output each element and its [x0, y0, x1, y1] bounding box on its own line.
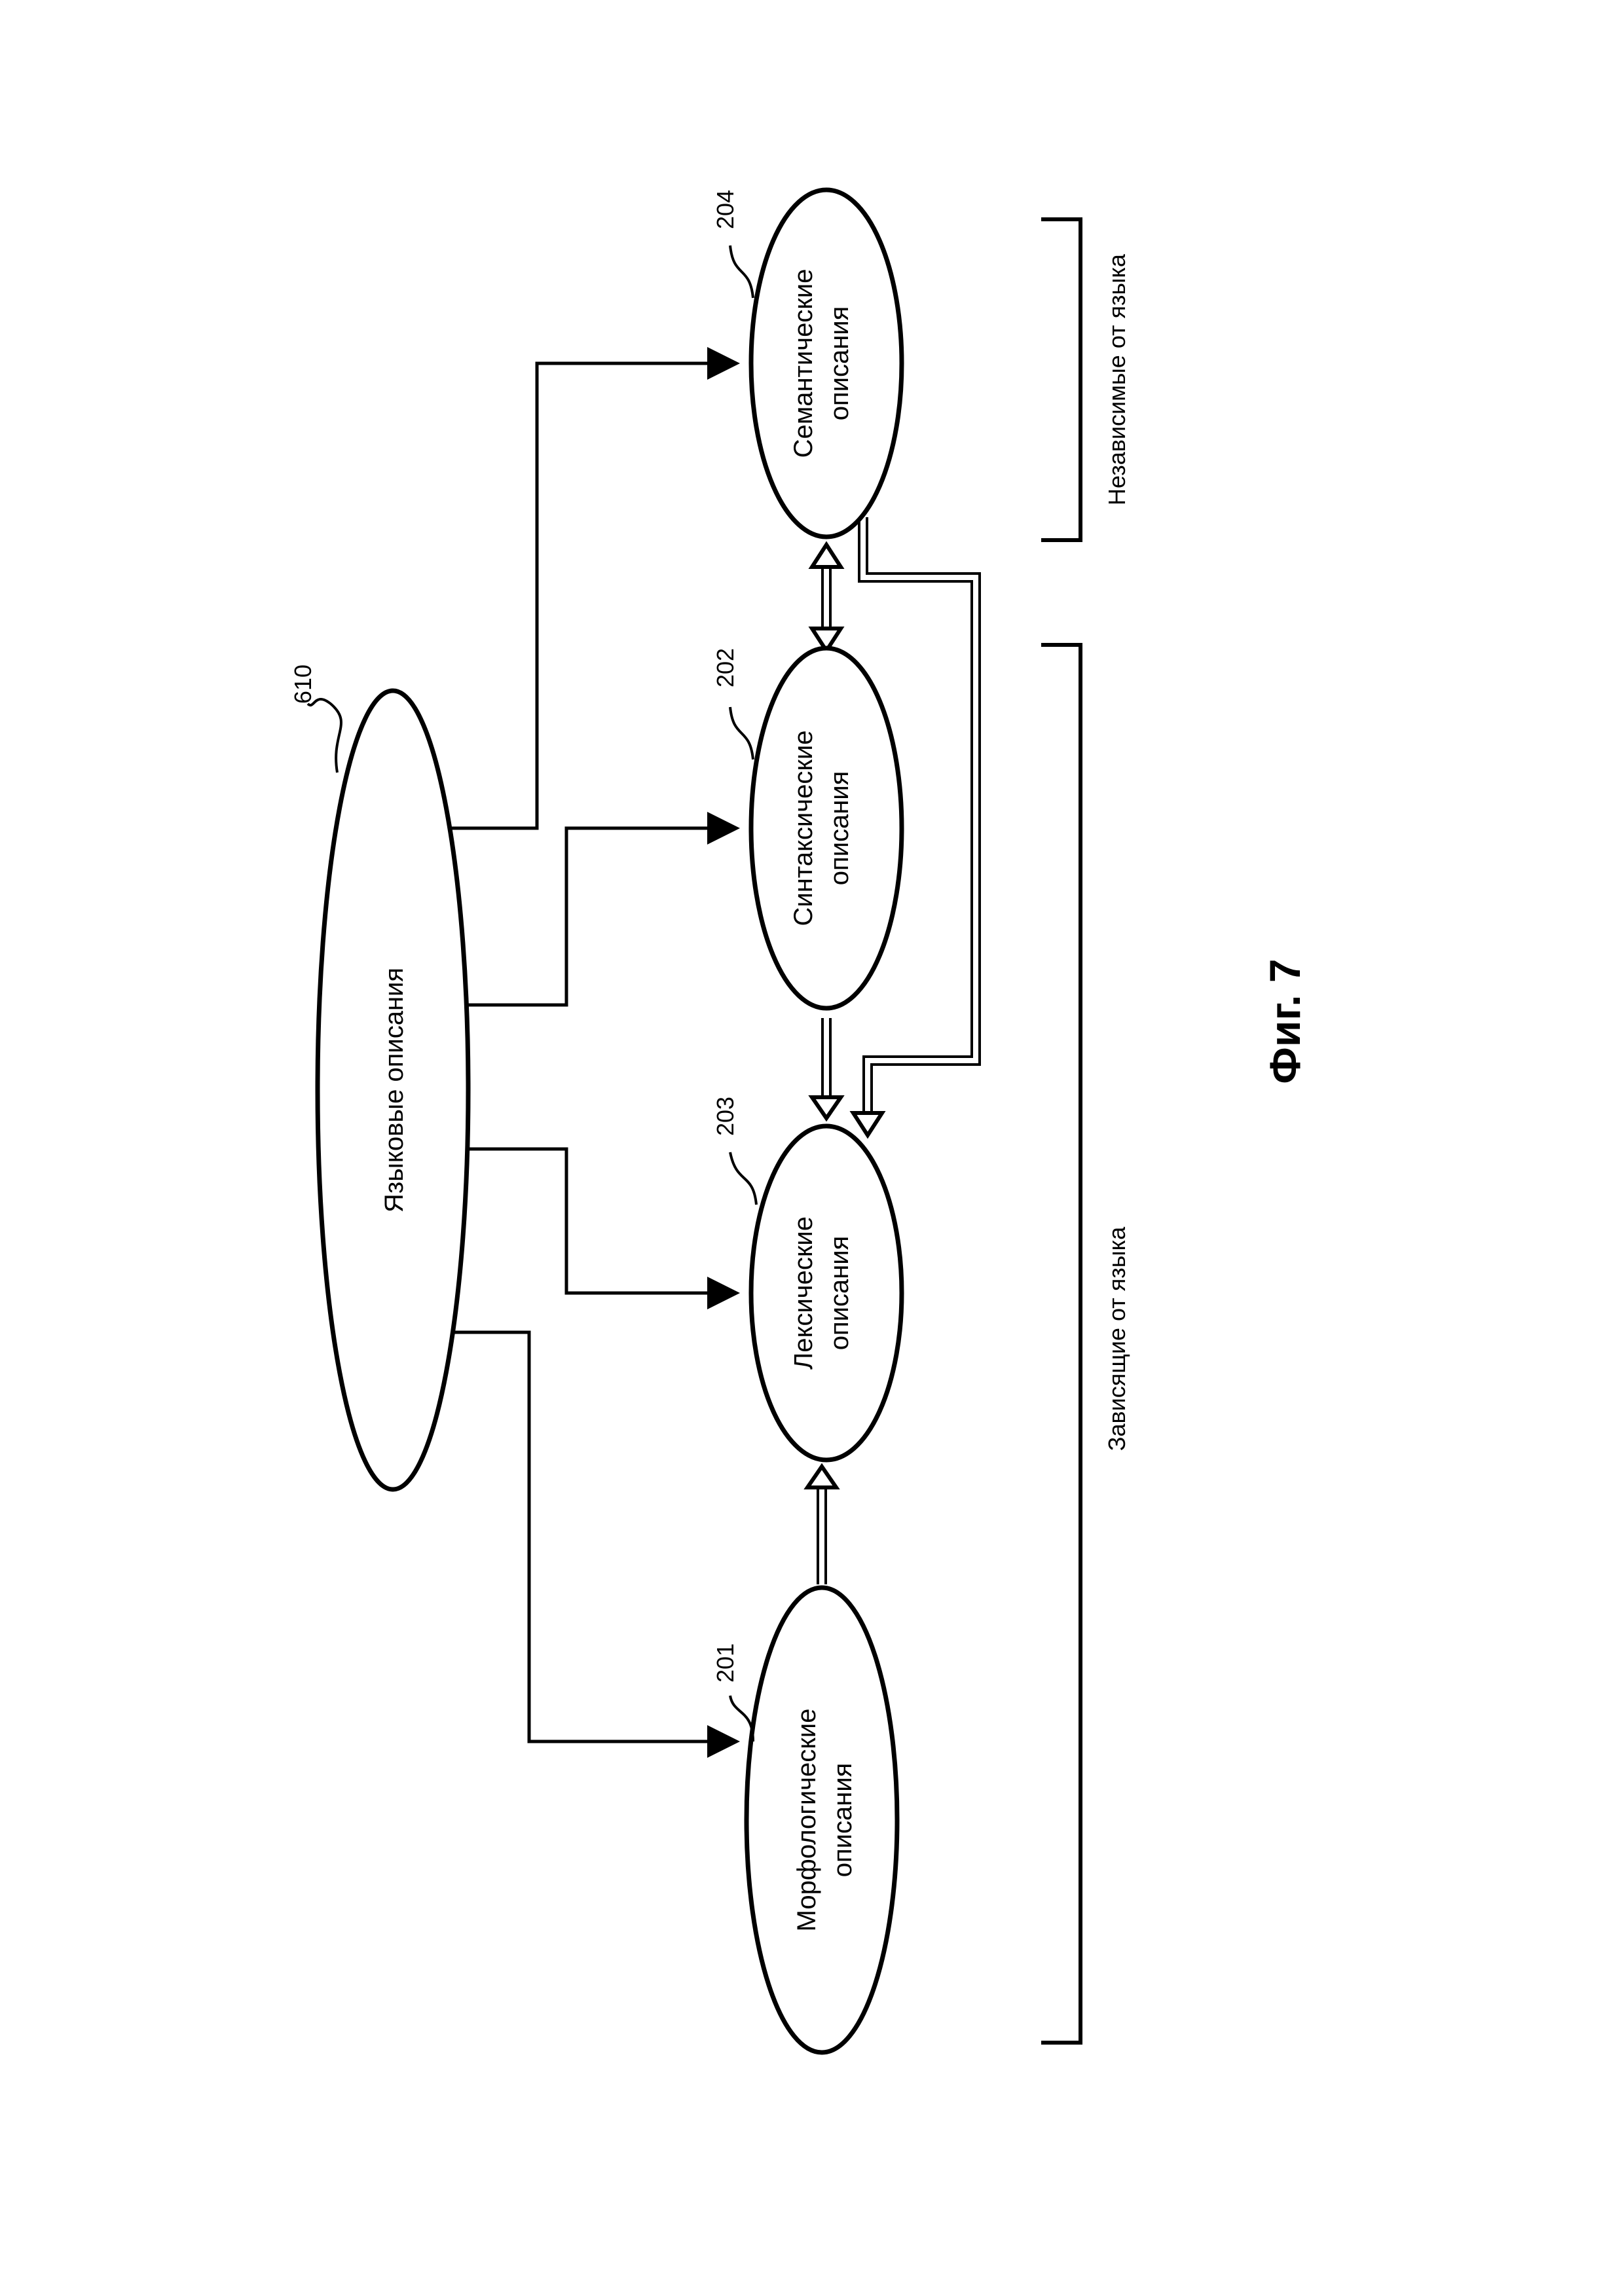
ref-leader-204: [730, 246, 753, 298]
semantic-descriptions-label-line2: описания: [825, 306, 854, 421]
ref-label-201: 201: [712, 1643, 739, 1683]
lexical-descriptions-node: Лексические описания 203: [712, 1097, 902, 1460]
figure-caption: Фиг. 7: [1261, 958, 1309, 1084]
connector-language-to-syntactic: [468, 828, 737, 1005]
ref-leader-202: [730, 707, 753, 759]
bracket-language-dependent: Зависящие от языка: [1041, 645, 1130, 2043]
syntactic-descriptions-label-line2: описания: [825, 771, 854, 886]
bracket-independent-shape: [1041, 219, 1080, 540]
semantic-descriptions-label-line1: Семантические: [789, 269, 818, 458]
connector-language-to-semantic: [452, 363, 737, 828]
connector-language-to-lexical: [462, 1149, 737, 1293]
language-descriptions-node: Языковые описания 610: [289, 665, 468, 1489]
connector-language-to-morphological: [452, 1332, 737, 1741]
bracket-independent-label: Независимые от языка: [1103, 253, 1130, 505]
morphological-descriptions-node: Морфологические описания 201: [712, 1588, 897, 2052]
bracket-dependent-label: Зависящие от языка: [1103, 1226, 1130, 1451]
ref-label-202: 202: [712, 648, 739, 687]
lexical-descriptions-label-line1: Лексические: [789, 1216, 818, 1370]
bracket-language-independent: Независимые от языка: [1041, 219, 1130, 540]
connectors: [452, 363, 737, 1741]
lexical-descriptions-label-line2: описания: [825, 1236, 854, 1351]
ref-leader-610: [308, 699, 341, 773]
syntactic-descriptions-node: Синтаксические описания 202: [712, 648, 902, 1008]
ref-label-203: 203: [712, 1097, 739, 1136]
morphological-descriptions-label-line2: описания: [828, 1763, 857, 1878]
semantic-descriptions-node: Семантические описания 204: [712, 190, 902, 537]
ref-label-204: 204: [712, 190, 739, 229]
bracket-dependent-shape: [1041, 645, 1080, 2043]
morphological-descriptions-label-line1: Морфологические: [792, 1709, 821, 1932]
language-descriptions-label: Языковые описания: [380, 968, 409, 1212]
ref-label-610: 610: [289, 665, 316, 704]
morphological-descriptions-ellipse: [747, 1588, 897, 2052]
ref-leader-203: [730, 1152, 756, 1205]
syntactic-descriptions-label-line1: Синтаксические: [789, 731, 818, 926]
